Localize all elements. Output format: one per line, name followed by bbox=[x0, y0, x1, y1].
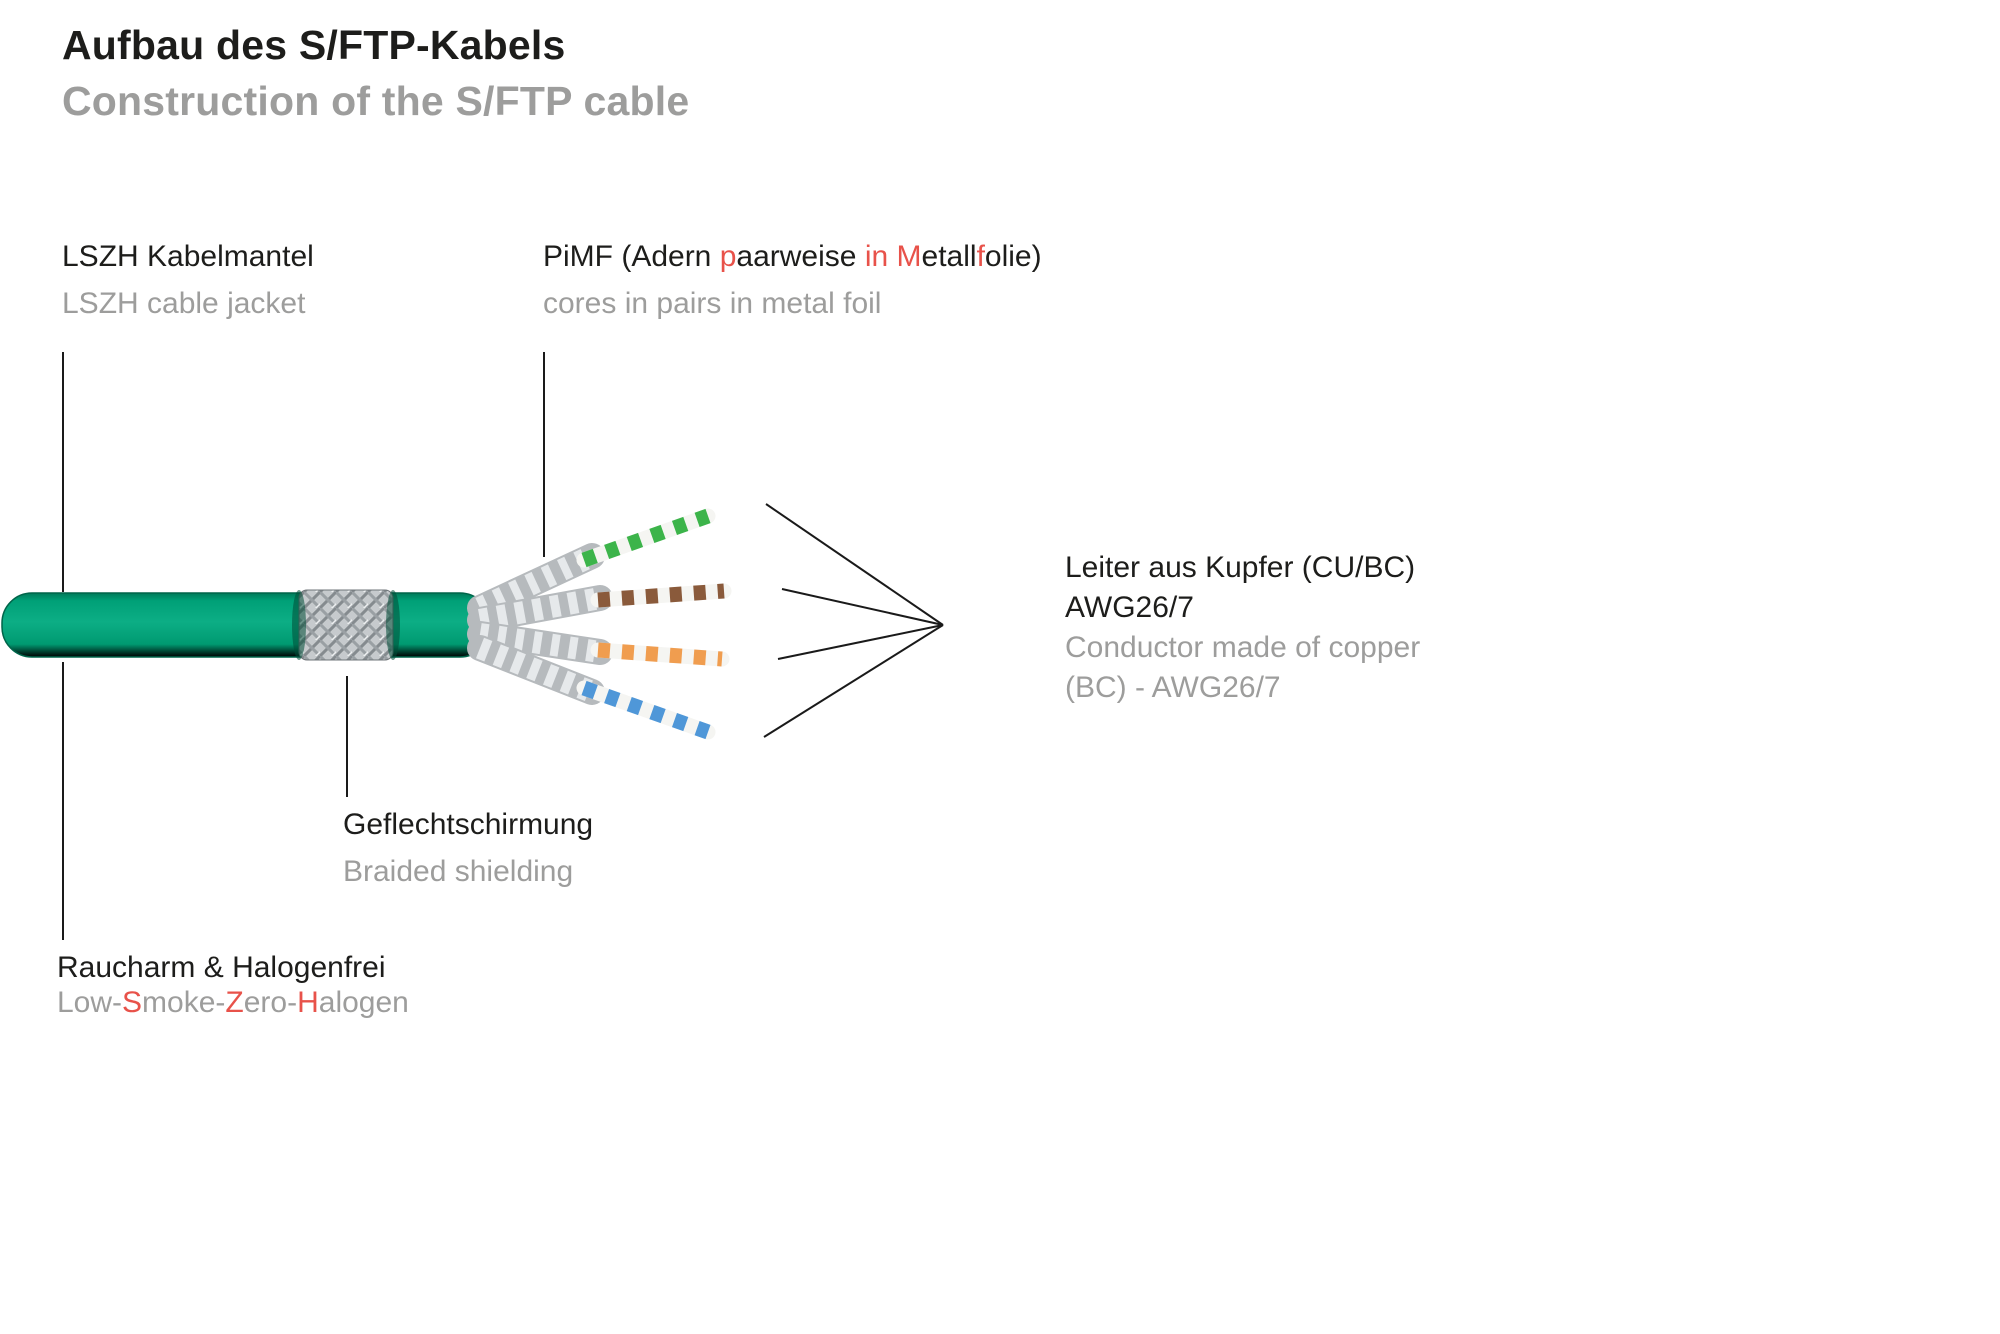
conductor-line-3 bbox=[777, 624, 944, 660]
wire-pair-brown bbox=[590, 583, 732, 608]
label-halogen-de: Raucharm & Halogenfrei bbox=[57, 951, 386, 984]
wire-pair-blue bbox=[576, 680, 716, 740]
label-pimf-en: cores in pairs in metal foil bbox=[543, 287, 882, 320]
foil-wrapped-pairs bbox=[467, 543, 613, 705]
label-halogen-en: Low-Smoke-Zero-Halogen bbox=[57, 986, 409, 1020]
text-part: H bbox=[297, 986, 319, 1019]
conductor-line-2 bbox=[781, 588, 944, 626]
text-part: olie) bbox=[984, 240, 1042, 273]
text-part: S bbox=[122, 986, 143, 1019]
text-part: ero- bbox=[243, 986, 298, 1019]
label-conductor: Leiter aus Kupfer (CU/BC) AWG26/7 Conduc… bbox=[1065, 548, 1420, 708]
cable-jacket bbox=[1, 592, 491, 658]
text-part: f bbox=[976, 240, 985, 273]
label-jacket-de: LSZH Kabelmantel bbox=[62, 240, 314, 273]
pointer-lines bbox=[62, 352, 944, 940]
text-part: p bbox=[719, 240, 737, 273]
label-conductor-en-1: Conductor made of copper bbox=[1065, 631, 1421, 664]
label-braid-de: Geflechtschirmung bbox=[343, 808, 594, 841]
text-part: M bbox=[896, 240, 922, 273]
text-part: Low- bbox=[57, 986, 123, 1019]
wire-pair-orange bbox=[590, 642, 730, 667]
conductor-line-4 bbox=[763, 624, 944, 738]
label-jacket-en: LSZH cable jacket bbox=[62, 287, 306, 320]
braided-shielding bbox=[292, 589, 400, 661]
text-part: moke- bbox=[142, 986, 226, 1019]
text-part: in bbox=[864, 240, 889, 273]
wire-pairs bbox=[576, 508, 732, 740]
label-pimf-de: PiMF (Adern paarweise in Metallfolie) bbox=[543, 240, 1042, 274]
text-part: Z bbox=[225, 986, 244, 1019]
text-part: alogen bbox=[318, 986, 409, 1019]
text-part bbox=[888, 240, 896, 273]
page-subtitle: Construction of the S/FTP cable bbox=[62, 78, 690, 124]
label-conductor-en-2: (BC) - AWG26/7 bbox=[1065, 671, 1281, 704]
label-conductor-de-1: Leiter aus Kupfer (CU/BC) bbox=[1065, 551, 1416, 584]
text-part: PiMF (Adern bbox=[543, 240, 720, 273]
conductor-line-1 bbox=[765, 503, 944, 626]
label-braid-en: Braided shielding bbox=[343, 855, 574, 888]
label-conductor-de-2: AWG26/7 bbox=[1065, 591, 1194, 624]
text-part: aarweise bbox=[736, 240, 865, 273]
wire-pair-green bbox=[576, 508, 716, 568]
page-title: Aufbau des S/FTP-Kabels bbox=[62, 22, 566, 68]
text-part: etall bbox=[921, 240, 977, 273]
